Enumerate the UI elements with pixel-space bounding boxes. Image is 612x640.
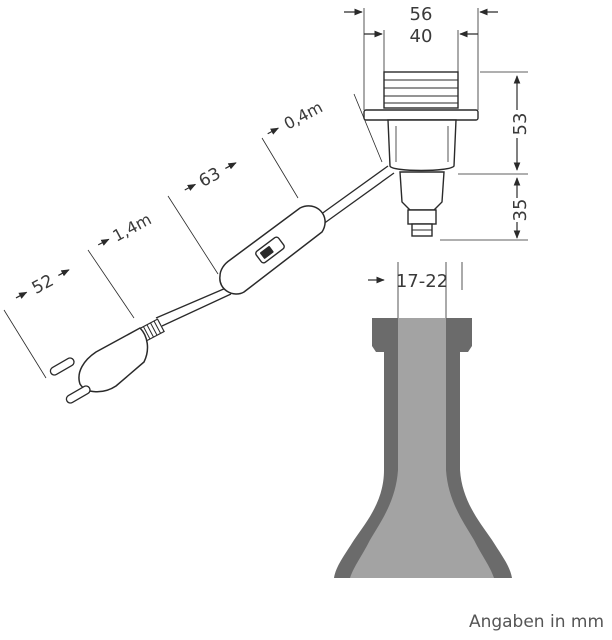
dim-cable-lower: 1,4m: [97, 209, 155, 246]
power-cable: [155, 165, 395, 327]
dim-plug-length-label: 52: [29, 271, 57, 299]
units-note: Angaben in mm: [468, 612, 604, 632]
bottle-cavity: [350, 318, 494, 578]
dim-top-inner-label: 40: [410, 26, 433, 47]
inline-switch: [219, 205, 326, 295]
wine-bottle: [334, 318, 512, 578]
dim-adapter-height-label: 35: [510, 199, 531, 222]
dim-adapter-height: 35: [440, 177, 531, 241]
dim-top-outer-label: 56: [410, 4, 433, 25]
dim-switch-length-label: 63: [196, 164, 224, 192]
dim-socket-height-label: 53: [510, 113, 531, 136]
dim-cable-lower-label: 1,4m: [109, 209, 154, 245]
dim-cable-upper-label: 0,4m: [281, 97, 326, 133]
dim-top-width: 56 40: [344, 4, 498, 110]
dim-cable-upper: 0,4m: [267, 97, 326, 135]
dim-socket-height: 53: [458, 71, 531, 175]
lamp-socket: [363, 71, 479, 237]
dim-bottle-neck-label: 17-22: [396, 271, 448, 292]
dim-bottle-neck: 17-22: [368, 262, 463, 318]
euro-plug: [49, 318, 165, 404]
dim-plug-length: 52: [15, 269, 70, 299]
dim-cable-extension-lines: [3, 93, 383, 379]
dim-switch-length: 63: [184, 162, 237, 192]
